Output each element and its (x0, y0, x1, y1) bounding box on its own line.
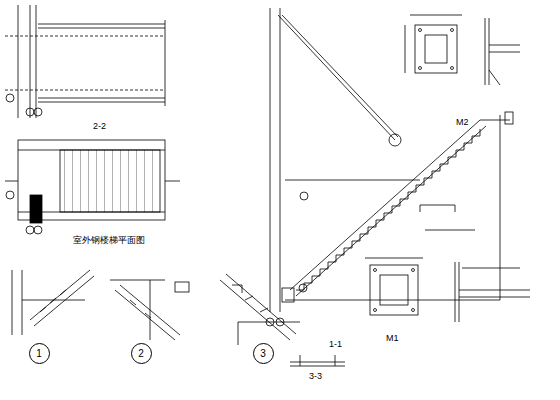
view-title: 室外钢楼梯平面图 (72, 236, 146, 246)
detail-marker: 1 (29, 343, 50, 364)
detail-marker: 3 (253, 343, 274, 364)
detail-number: 3 (260, 348, 266, 359)
detail-marker: 2 (131, 343, 152, 364)
detail-number: 1 (36, 348, 42, 359)
detail-number: 2 (138, 348, 144, 359)
view-title: 2-2 (92, 122, 107, 132)
view-title: M2 (455, 118, 470, 128)
view-title: 1-1 (328, 340, 343, 350)
view-title: 3-3 (308, 372, 323, 382)
view-title: M1 (385, 334, 400, 344)
